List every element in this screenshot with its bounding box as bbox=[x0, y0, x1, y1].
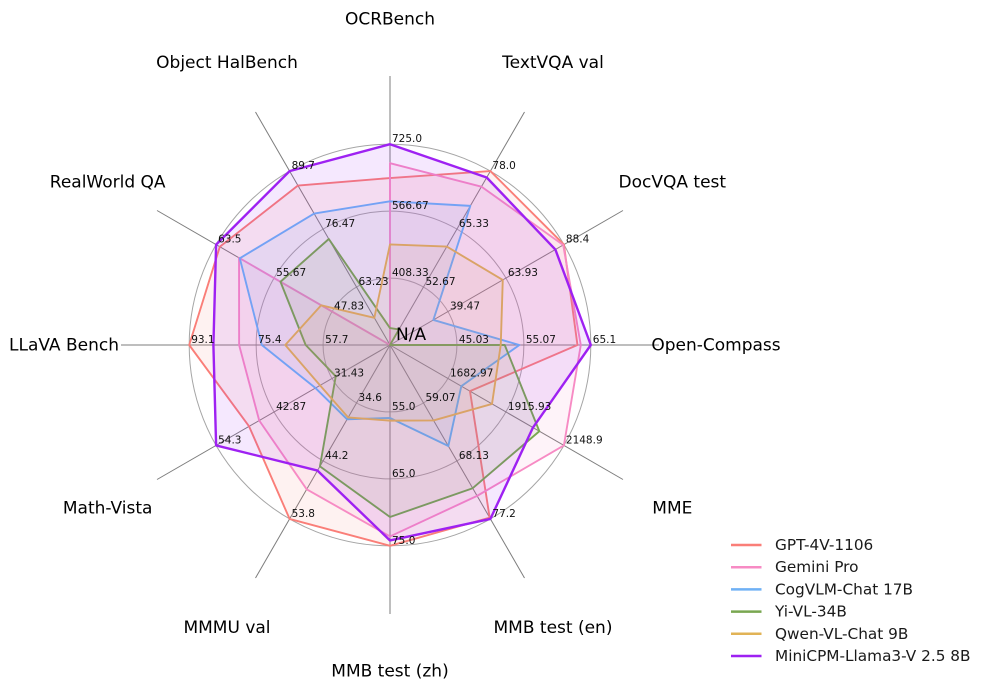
tick-label-object-halbench-3: 89.7 bbox=[292, 160, 315, 172]
series-qwen-vl-chat-9b bbox=[284, 243, 504, 422]
legend-item-cogvlm-chat-17b: CogVLM-Chat 17B bbox=[731, 580, 913, 598]
tick-label-docvqa-test-3: 88.4 bbox=[566, 234, 590, 246]
tick-label-ocrbench-3: 725.0 bbox=[392, 133, 422, 145]
axis-label-mme: MME bbox=[652, 499, 692, 519]
legend-item-qwen-vl-chat-9b: Qwen-VL-Chat 9B bbox=[731, 625, 908, 643]
center-label: N/A bbox=[396, 325, 426, 345]
series-fill-cogvlm-chat-17b bbox=[239, 201, 520, 447]
tick-label-ocrbench-1: 408.33 bbox=[392, 267, 429, 279]
tick-label-ocrbench-2: 566.67 bbox=[392, 200, 429, 212]
series-polygons bbox=[188, 143, 592, 547]
tick-label-object-halbench-1: 63.23 bbox=[359, 276, 389, 288]
axis-label-object-halbench: Object HalBench bbox=[156, 53, 298, 73]
axis-spoke-mmmu-val bbox=[255, 344, 391, 579]
axis-label-ocrbench: OCRBench bbox=[345, 10, 435, 30]
tick-label-docvqa-test-1: 39.47 bbox=[450, 301, 480, 313]
tick-label-math-vista-1: 31.43 bbox=[334, 367, 364, 379]
tick-label-mme-1: 1682.97 bbox=[450, 367, 493, 379]
axis-label-textvqa-val: TextVQA val bbox=[501, 53, 604, 73]
axis-label-math-vista: Math-Vista bbox=[63, 499, 153, 519]
axis-spoke-textvqa-val bbox=[389, 111, 525, 346]
tick-label-mme-3: 2148.9 bbox=[566, 434, 603, 446]
tick-label-textvqa-val-2: 65.33 bbox=[459, 218, 489, 230]
tick-label-math-vista-2: 42.87 bbox=[276, 401, 306, 413]
tick-label-mmb-test-zh-3: 75.0 bbox=[392, 535, 415, 547]
tick-label-mmb-test-en-1: 59.07 bbox=[425, 392, 455, 404]
axis-label-llava-bench: LLaVA Bench bbox=[9, 336, 119, 356]
tick-label-object-halbench-2: 76.47 bbox=[325, 218, 355, 230]
tick-label-mmmu-val-1: 34.6 bbox=[359, 392, 383, 404]
tick-label-textvqa-val-3: 78.0 bbox=[492, 160, 515, 172]
tick-label-mmmu-val-2: 44.2 bbox=[325, 450, 348, 462]
legend-label-qwen-vl-chat-9b: Qwen-VL-Chat 9B bbox=[775, 625, 908, 643]
axis-label-mmmu-val: MMMU val bbox=[183, 618, 270, 638]
tick-label-math-vista-3: 54.3 bbox=[218, 434, 241, 446]
series-fill-gpt-4v-1106 bbox=[189, 171, 578, 546]
series-line-minicpm-llama3-v-2-5-8b bbox=[212, 143, 592, 542]
tick-labels: 408.33 566.67 725.0 52.67 65.33 78.0 39.47 63.9… bbox=[191, 133, 616, 547]
legend-label-gpt-4v-1106: GPT-4V-1106 bbox=[775, 536, 873, 554]
tick-label-llava-bench-1: 57.7 bbox=[325, 334, 348, 346]
legend-label-gemini-pro: Gemini Pro bbox=[775, 558, 859, 576]
series-line-yi-vl-34b bbox=[279, 238, 541, 518]
series-line-qwen-vl-chat-9b bbox=[284, 243, 504, 422]
tick-label-realworld-qa-2: 55.67 bbox=[276, 267, 306, 279]
tick-label-llava-bench-2: 75.4 bbox=[258, 334, 282, 346]
legend-item-gpt-4v-1106: GPT-4V-1106 bbox=[731, 536, 873, 554]
tick-label-mmb-test-zh-2: 65.0 bbox=[392, 468, 415, 480]
series-minicpm-llama3-v-2-5-8b bbox=[212, 143, 592, 542]
legend-item-yi-vl-34b: Yi-VL-34B bbox=[731, 603, 847, 621]
legend-item-gemini-pro: Gemini Pro bbox=[731, 558, 859, 576]
tick-label-open-compass-1: 45.03 bbox=[459, 334, 489, 346]
tick-label-open-compass-3: 65.1 bbox=[593, 334, 616, 346]
tick-label-mme-2: 1915.93 bbox=[508, 401, 551, 413]
axis-spoke-mmb-test-en bbox=[389, 344, 525, 579]
tick-label-realworld-qa-3: 63.5 bbox=[218, 234, 241, 246]
tick-label-realworld-qa-1: 47.83 bbox=[334, 301, 364, 313]
axis-label-mmb-test-zh: MMB test (zh) bbox=[331, 662, 448, 682]
legend-label-yi-vl-34b: Yi-VL-34B bbox=[774, 603, 847, 621]
series-fill-minicpm-llama3-v-2-5-8b bbox=[213, 144, 591, 541]
axis-label-docvqa-test: DocVQA test bbox=[619, 173, 727, 193]
series-fill-qwen-vl-chat-9b bbox=[285, 244, 503, 421]
axis-label-realworld-qa: RealWorld QA bbox=[50, 173, 166, 193]
tick-label-llava-bench-3: 93.1 bbox=[191, 334, 214, 346]
axis-spoke-mme bbox=[389, 344, 624, 480]
tick-label-mmb-test-en-2: 68.13 bbox=[459, 450, 489, 462]
series-cogvlm-chat-17b bbox=[238, 200, 521, 447]
axis-label-mmb-test-en: MMB test (en) bbox=[494, 618, 613, 638]
series-yi-vl-34b bbox=[279, 238, 541, 518]
tick-label-mmmu-val-3: 53.8 bbox=[292, 508, 315, 520]
axis-spoke-math-vista bbox=[156, 344, 391, 480]
tick-label-mmb-test-zh-1: 55.0 bbox=[392, 401, 415, 413]
tick-label-textvqa-val-1: 52.67 bbox=[425, 276, 455, 288]
legend-item-minicpm-llama3-v-2-5-8b: MiniCPM-Llama3-V 2.5 8B bbox=[731, 647, 971, 665]
series-line-cogvlm-chat-17b bbox=[238, 200, 521, 447]
tick-label-open-compass-2: 55.07 bbox=[526, 334, 556, 346]
axis-label-open-compass: Open-Compass bbox=[651, 336, 780, 356]
tick-label-docvqa-test-2: 63.93 bbox=[508, 267, 538, 279]
series-fill-yi-vl-34b bbox=[280, 239, 540, 518]
legend-label-cogvlm-chat-17b: CogVLM-Chat 17B bbox=[775, 580, 913, 598]
axis-spoke-object-halbench bbox=[255, 111, 391, 346]
tick-label-mmb-test-en-3: 77.2 bbox=[492, 508, 515, 520]
legend-label-minicpm-llama3-v-2-5-8b: MiniCPM-Llama3-V 2.5 8B bbox=[775, 647, 971, 665]
axis-spoke-docvqa-test bbox=[389, 210, 624, 346]
